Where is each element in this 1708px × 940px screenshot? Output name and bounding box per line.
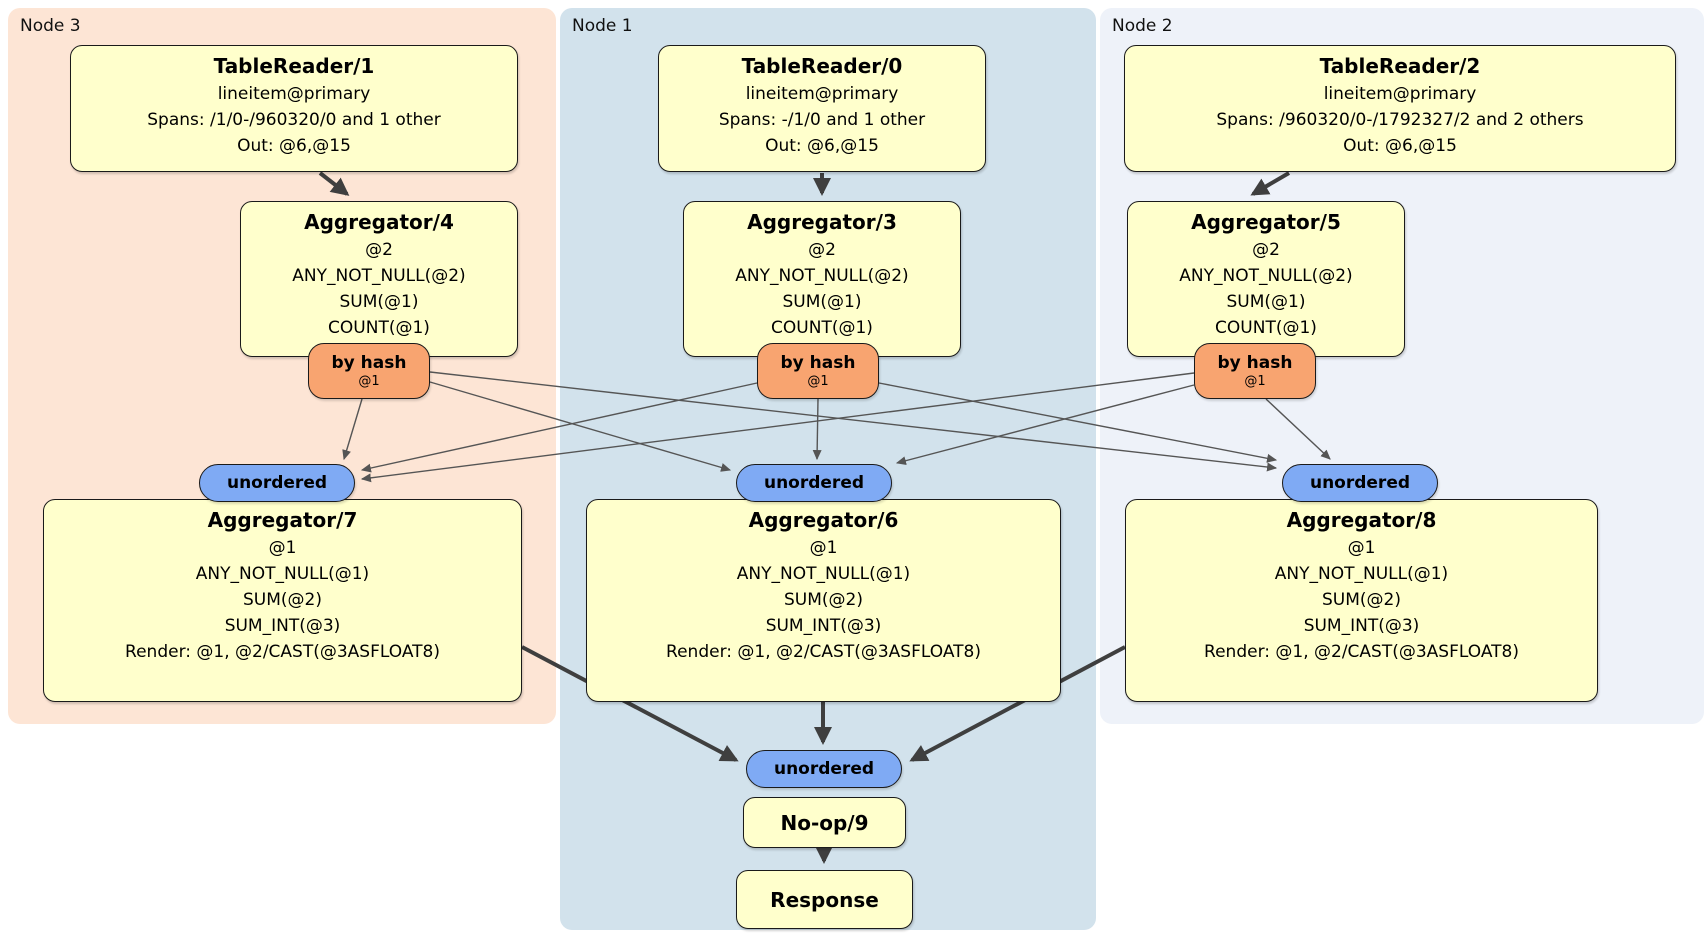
agg-fn: COUNT(@1)	[328, 318, 430, 338]
agg-fn: ANY_NOT_NULL(@2)	[735, 266, 909, 286]
router-by-hash-4: by hash @1	[308, 343, 430, 399]
group-cols: @2	[365, 240, 393, 260]
response-title: Response	[770, 887, 879, 912]
processor-title: TableReader/2	[1319, 54, 1481, 78]
router-hash-columns: @1	[1244, 373, 1266, 389]
processor-title: TableReader/1	[213, 54, 375, 78]
router-label: by hash	[331, 352, 407, 373]
processor-aggregator-5: Aggregator/5 @2 ANY_NOT_NULL(@2) SUM(@1)…	[1127, 201, 1405, 357]
processor-tablereader-0: TableReader/0 lineitem@primary Spans: -/…	[658, 45, 986, 172]
router-by-hash-3: by hash @1	[757, 343, 879, 399]
group-cols: @1	[809, 538, 838, 558]
processor-aggregator-6: Aggregator/6 @1 ANY_NOT_NULL(@1) SUM(@2)…	[586, 499, 1061, 702]
processor-title: Aggregator/6	[748, 508, 899, 532]
processor-out: Out: @6,@15	[1343, 136, 1457, 156]
agg-fn: SUM(@1)	[1226, 292, 1306, 312]
agg-fn: COUNT(@1)	[1215, 318, 1317, 338]
router-by-hash-5: by hash @1	[1194, 343, 1316, 399]
sync-unordered-7: unordered	[199, 464, 355, 502]
node2-label: Node 2	[1112, 16, 1173, 36]
processor-title: Aggregator/8	[1286, 508, 1437, 532]
sync-unordered-9: unordered	[746, 750, 902, 788]
processor-aggregator-3: Aggregator/3 @2 ANY_NOT_NULL(@2) SUM(@1)…	[683, 201, 961, 357]
sync-unordered-6: unordered	[736, 464, 892, 502]
router-label: by hash	[780, 352, 856, 373]
processor-index: lineitem@primary	[1323, 84, 1477, 104]
agg-fn: SUM(@1)	[339, 292, 419, 312]
processor-aggregator-7: Aggregator/7 @1 ANY_NOT_NULL(@1) SUM(@2)…	[43, 499, 522, 702]
processor-title: No-op/9	[780, 810, 869, 835]
processor-tablereader-1: TableReader/1 lineitem@primary Spans: /1…	[70, 45, 518, 172]
agg-fn: SUM_INT(@3)	[1303, 616, 1420, 636]
agg-fn: COUNT(@1)	[771, 318, 873, 338]
processor-title: TableReader/0	[741, 54, 903, 78]
router-hash-columns: @1	[807, 373, 829, 389]
processor-spans: Spans: -/1/0 and 1 other	[718, 110, 926, 130]
agg-fn: ANY_NOT_NULL(@1)	[1274, 564, 1449, 584]
agg-fn: ANY_NOT_NULL(@2)	[292, 266, 466, 286]
agg-fn: ANY_NOT_NULL(@2)	[1179, 266, 1353, 286]
agg-fn: SUM_INT(@3)	[224, 616, 341, 636]
agg-fn: ANY_NOT_NULL(@1)	[736, 564, 911, 584]
group-cols: @1	[1347, 538, 1376, 558]
response-box: Response	[736, 870, 913, 929]
processor-noop-9: No-op/9	[743, 797, 906, 848]
processor-index: lineitem@primary	[745, 84, 899, 104]
render-expr: Render: @1, @2/CAST(@3ASFLOAT8)	[666, 642, 981, 662]
processor-aggregator-4: Aggregator/4 @2 ANY_NOT_NULL(@2) SUM(@1)…	[240, 201, 518, 357]
group-cols: @2	[808, 240, 836, 260]
processor-out: Out: @6,@15	[237, 136, 351, 156]
processor-title: Aggregator/3	[747, 210, 897, 234]
agg-fn: SUM(@2)	[784, 590, 863, 610]
agg-fn: SUM(@1)	[782, 292, 862, 312]
agg-fn: SUM(@2)	[1322, 590, 1401, 610]
render-expr: Render: @1, @2/CAST(@3ASFLOAT8)	[125, 642, 440, 662]
agg-fn: SUM_INT(@3)	[765, 616, 882, 636]
processor-title: Aggregator/4	[304, 210, 454, 234]
group-cols: @1	[268, 538, 297, 558]
router-hash-columns: @1	[358, 373, 380, 389]
processor-spans: Spans: /960320/0-/1792327/2 and 2 others	[1216, 110, 1584, 130]
processor-aggregator-8: Aggregator/8 @1 ANY_NOT_NULL(@1) SUM(@2)…	[1125, 499, 1598, 702]
agg-fn: SUM(@2)	[243, 590, 322, 610]
processor-title: Aggregator/5	[1191, 210, 1341, 234]
node3-label: Node 3	[20, 16, 81, 36]
processor-title: Aggregator/7	[207, 508, 358, 532]
processor-index: lineitem@primary	[217, 84, 371, 104]
agg-fn: ANY_NOT_NULL(@1)	[195, 564, 370, 584]
router-label: by hash	[1217, 352, 1293, 373]
sync-unordered-8: unordered	[1282, 464, 1438, 502]
node1-label: Node 1	[572, 16, 633, 36]
processor-tablereader-2: TableReader/2 lineitem@primary Spans: /9…	[1124, 45, 1676, 172]
group-cols: @2	[1252, 240, 1280, 260]
render-expr: Render: @1, @2/CAST(@3ASFLOAT8)	[1204, 642, 1519, 662]
processor-out: Out: @6,@15	[765, 136, 879, 156]
processor-spans: Spans: /1/0-/960320/0 and 1 other	[147, 110, 441, 130]
